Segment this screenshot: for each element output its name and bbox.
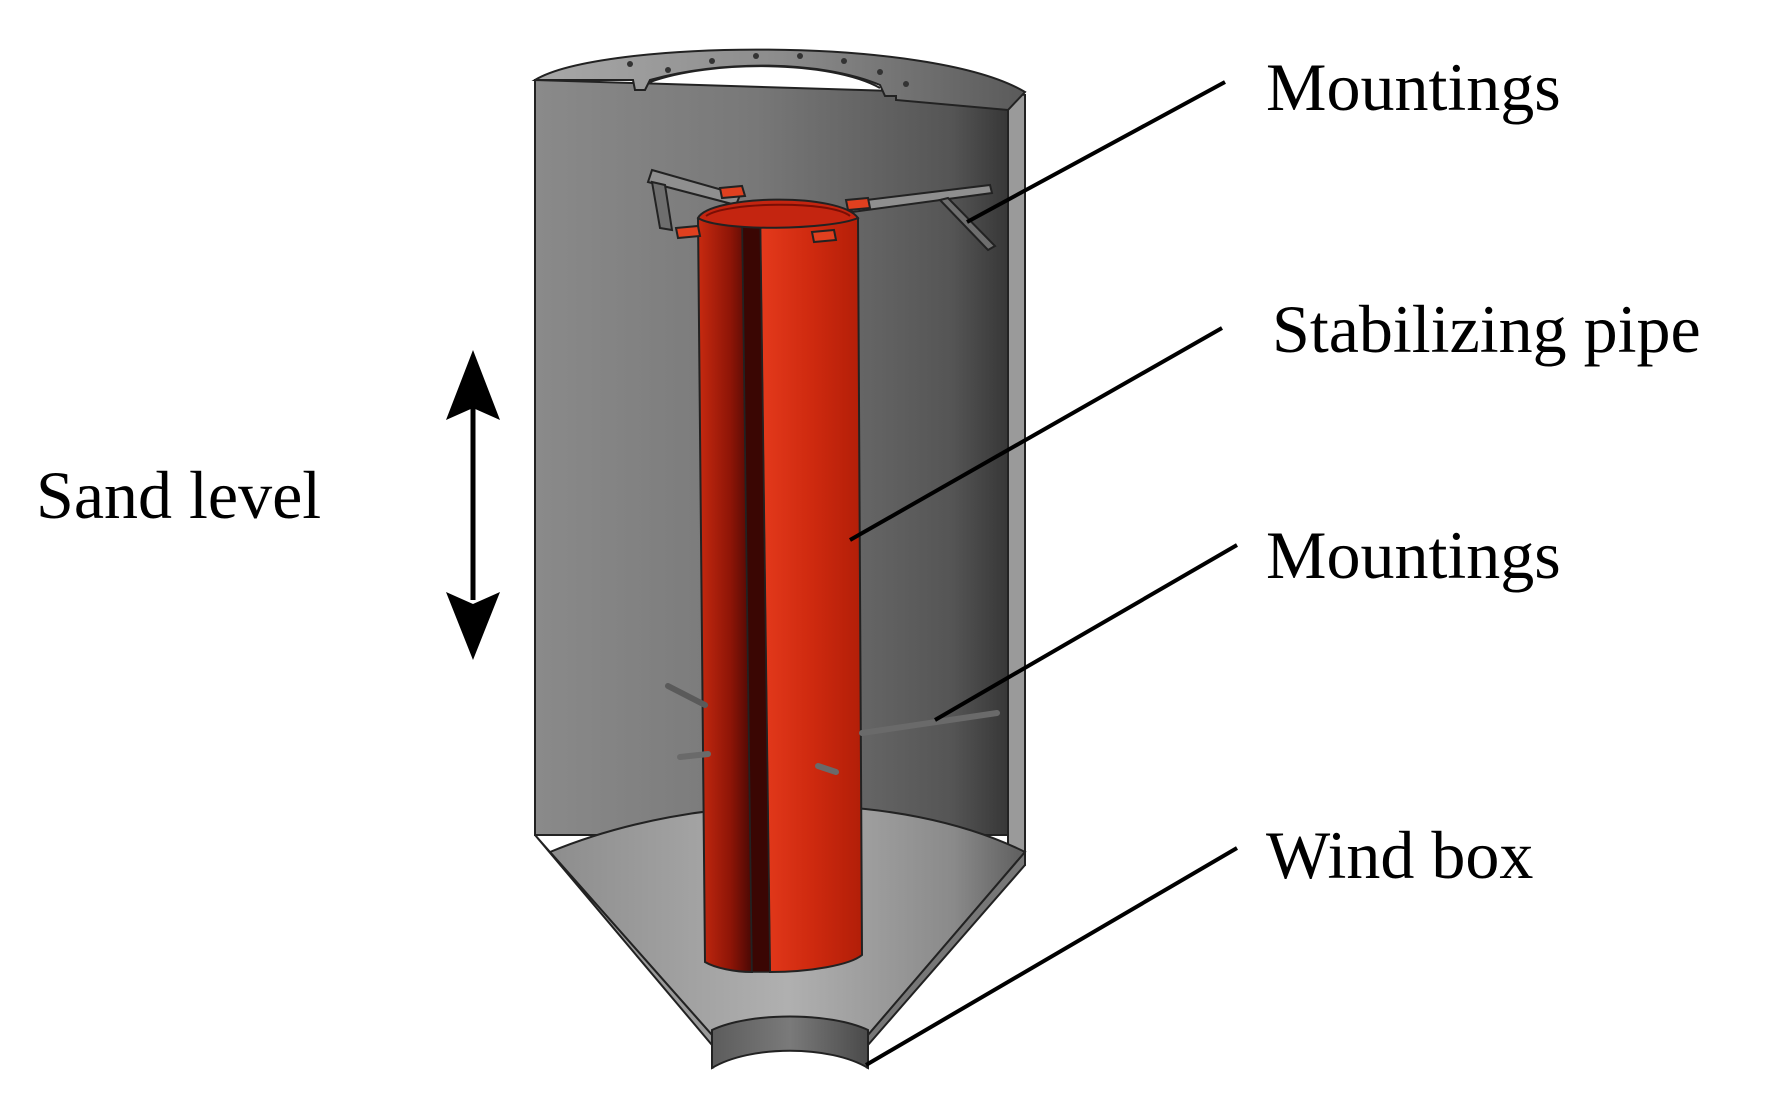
pipe-clamps [674, 184, 872, 244]
pipe-top-rim-inner [705, 203, 851, 217]
leader-mountings-bottom [933, 543, 1239, 722]
lower-mountings [665, 683, 1000, 775]
sand-level-arrow-up-head [446, 350, 500, 420]
leader-wind-box [864, 846, 1239, 1067]
label-wind-box: Wind box [1266, 817, 1533, 893]
lid-hole [841, 58, 847, 64]
leader-lines [849, 80, 1239, 1067]
upper-mountings [646, 168, 997, 252]
clamp [810, 228, 838, 244]
label-mountings-top: Mountings [1266, 49, 1561, 125]
lid-hole [665, 67, 671, 73]
clamp [674, 224, 702, 240]
mounting-rod-left-short [677, 751, 711, 760]
vessel-right-wall-edge [1007, 90, 1026, 870]
lid-hole [753, 53, 759, 59]
mounting-rod-front [815, 763, 839, 775]
mounting-rod-back-left [665, 683, 708, 708]
mounting-strut-right-leg [938, 196, 997, 252]
lid-hole [627, 61, 633, 67]
clamp [844, 196, 872, 212]
lid-hole [903, 81, 909, 87]
leader-mountings-top [966, 80, 1226, 224]
label-stabilizing-pipe: Stabilizing pipe [1272, 291, 1701, 367]
lid-hole [709, 58, 715, 64]
mounting-strut-left-leg [650, 180, 674, 232]
sand-level-arrow [446, 350, 500, 660]
lid-hole [877, 69, 883, 75]
sand-level-arrow-down-head [446, 592, 500, 660]
lid-hole [797, 53, 803, 59]
labels: Mountings Stabilizing pipe Mountings Win… [36, 49, 1701, 893]
label-sand-level: Sand level [36, 457, 321, 533]
stabilizing-pipe [696, 198, 864, 974]
label-mountings-bottom: Mountings [1266, 517, 1561, 593]
leader-stabilizing-pipe [849, 326, 1223, 542]
mounting-rod-right [859, 710, 1000, 736]
wind-box-opening [711, 1049, 869, 1069]
clamp [718, 184, 747, 200]
vessel-top-opening [649, 65, 881, 89]
pipe-right-half [758, 201, 864, 974]
